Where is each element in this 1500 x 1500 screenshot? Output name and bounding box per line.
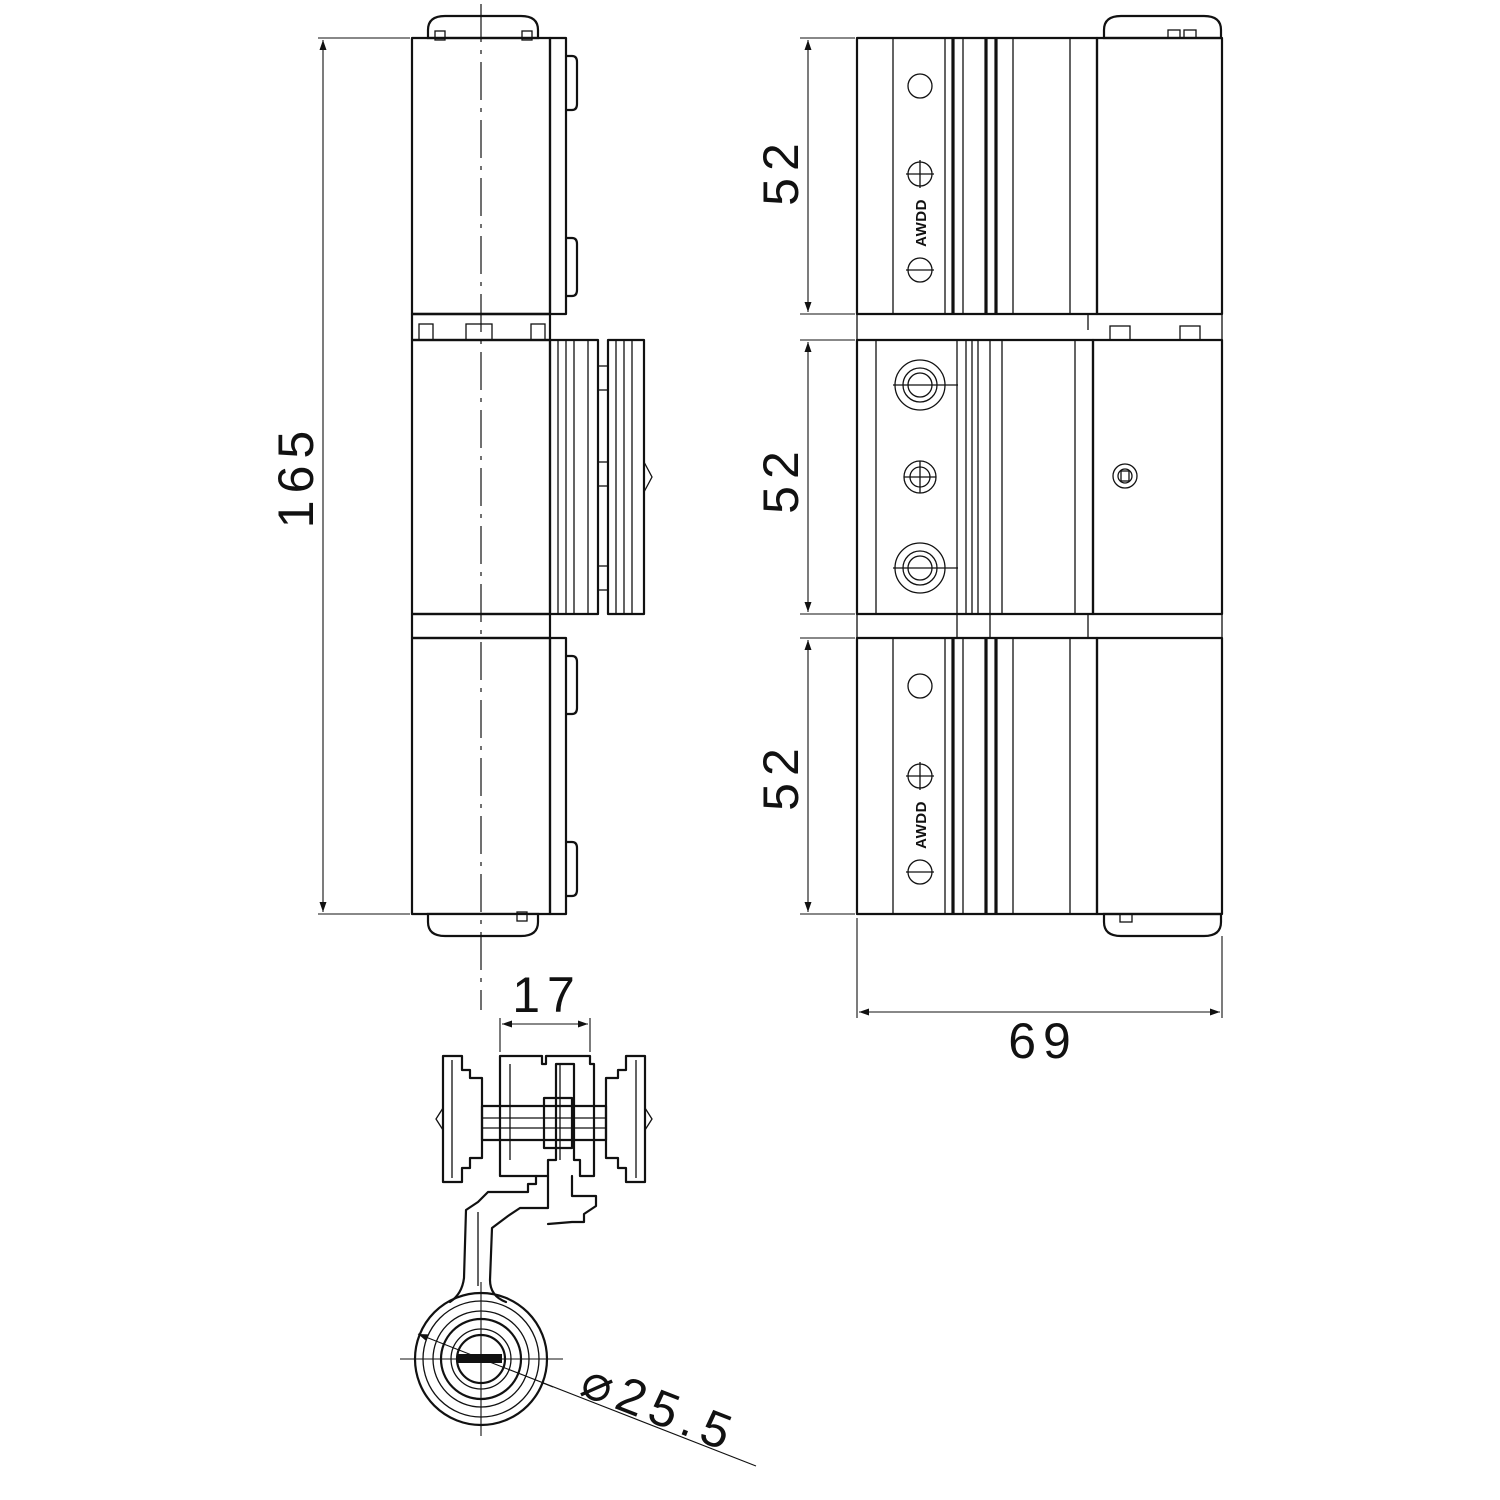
front-bottom-knuckle — [1095, 636, 1224, 916]
bottom-leaf-brand: AWDD — [913, 801, 930, 849]
side-view — [410, 4, 653, 1010]
adjuster-plate — [606, 338, 646, 616]
overall-height-dimension: 165 — [268, 37, 410, 915]
center-channel — [498, 1054, 596, 1178]
diameter-label: ⌀25.5 — [574, 1352, 746, 1463]
diameter-dimension: ⌀25.5 — [417, 1333, 757, 1467]
front-top-cap — [1102, 14, 1223, 40]
front-middle-knuckle — [1091, 338, 1224, 616]
front-top-knuckle — [1095, 36, 1224, 316]
right-clamp-plate — [604, 1054, 647, 1184]
front-middle-leaf — [855, 338, 1095, 616]
overall-width-dimension: 69 — [856, 918, 1223, 1069]
bottom-end-cap — [426, 912, 540, 938]
offset-label: 17 — [512, 967, 582, 1023]
section-height-dimensions: 52 52 52 — [753, 37, 855, 915]
front-bottom-cap — [1102, 912, 1223, 938]
bottom-section-label: 52 — [753, 741, 809, 811]
offset-dimension: 17 — [499, 967, 591, 1052]
top-section-label: 52 — [753, 136, 809, 206]
overall-width-label: 69 — [1008, 1013, 1078, 1069]
left-clamp-plate — [441, 1054, 484, 1184]
middle-section-label: 52 — [753, 444, 809, 514]
adjustment-screw — [1112, 463, 1138, 489]
front-bottom-band — [856, 613, 1223, 639]
front-view: AWDD — [855, 14, 1224, 938]
overall-height-label: 165 — [268, 424, 324, 528]
front-top-band — [856, 313, 1223, 341]
hinge-arm — [448, 1174, 538, 1304]
top-end-cap — [426, 14, 540, 40]
top-leaf-brand: AWDD — [913, 199, 930, 247]
